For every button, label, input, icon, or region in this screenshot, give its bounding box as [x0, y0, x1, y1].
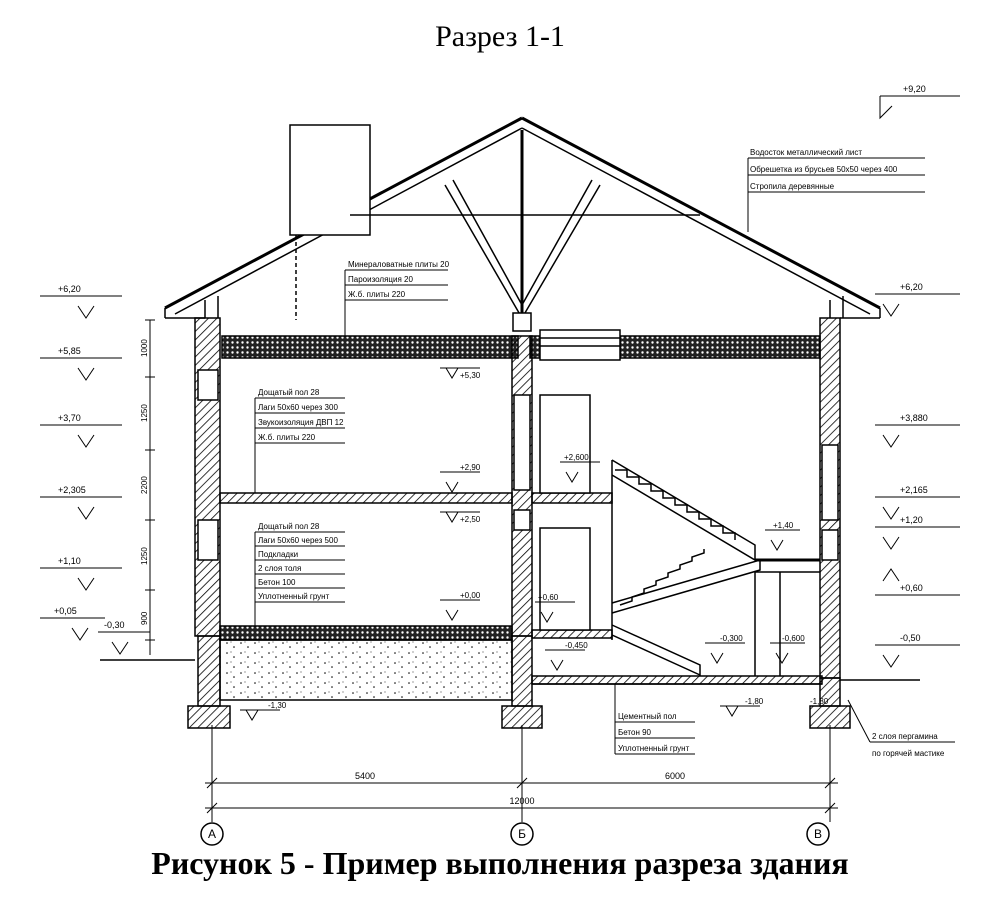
elev-right-2: +3,880 — [900, 413, 928, 423]
axis-label-b: Б — [518, 827, 526, 841]
left-height-ticks — [145, 319, 155, 641]
roof-note-3: Стропила деревянные — [750, 182, 835, 191]
roof-note-1: Водосток металлический лист — [750, 148, 862, 157]
elev-top: +9,20 — [903, 84, 926, 94]
basement-notes: Цементный пол Бетон 90 Уплотненный грунт — [614, 684, 695, 755]
basement — [100, 639, 920, 701]
attic-notes: Минераловатные плиты 20 Пароизоляция 20 … — [344, 260, 450, 336]
floor1-note-2: Лаги 50х60 через 500 — [258, 536, 338, 545]
elev-inner-7: +1,40 — [773, 521, 794, 530]
dim-span-ab: 5400 — [355, 771, 375, 781]
chimney — [289, 124, 371, 320]
attic-note-2: Пароизоляция 20 — [348, 275, 413, 284]
waterproof-note-1: 2 слоя пергамина — [872, 732, 938, 741]
elev-inner-8: -0,300 — [720, 634, 743, 643]
axis-lines — [149, 320, 838, 822]
floor1-note-4: 2 слоя толя — [258, 564, 301, 573]
dim-total: 12000 — [509, 796, 534, 806]
floor2-note-2: Лаги 50х60 через 300 — [258, 403, 338, 412]
elev-inner-6: +0,60 — [538, 593, 559, 602]
floor2-note-3: Звукоизоляция ДВП 12 — [258, 418, 344, 427]
elev-right-6: -0,50 — [900, 633, 921, 643]
floor2-note-1: Дощатый пол 28 — [258, 388, 320, 397]
height-1: 1000 — [140, 339, 149, 357]
axis-label-v: В — [814, 827, 822, 841]
roof-truss — [350, 130, 700, 332]
elev-left-6: +0,05 — [54, 606, 77, 616]
elev-left-2: +5,85 — [58, 346, 81, 356]
axis-label-a: А — [208, 827, 216, 841]
basement-note-3: Уплотненный грунт — [618, 744, 690, 753]
elev-inner-1: +5,30 — [460, 371, 481, 380]
axis-markers: А Б В — [200, 822, 830, 846]
elev-inner-9: -0,600 — [782, 634, 805, 643]
dimension-values: 5400 6000 12000 — [355, 771, 685, 806]
roof-note-2: Обрешетка из брусьев 50х50 через 400 — [750, 165, 898, 174]
floor1-note-6: Уплотненный грунт — [258, 592, 330, 601]
height-4: 1250 — [140, 547, 149, 565]
attic-note-3: Ж.б. плиты 220 — [348, 290, 406, 299]
left-elevation-markers — [40, 295, 150, 655]
elev-left-1: +6,20 — [58, 284, 81, 294]
doors — [539, 394, 591, 631]
elev-right-4: +1,20 — [900, 515, 923, 525]
elev-right-5: +0,60 — [900, 583, 923, 593]
floor2-note-4: Ж.б. плиты 220 — [258, 433, 316, 442]
attic-slab — [221, 329, 821, 361]
left-exterior-wall — [194, 296, 221, 637]
floor1-notes: Дощатый пол 28 Лаги 50х60 через 500 Подк… — [254, 522, 345, 626]
elev-right-3: +2,165 — [900, 485, 928, 495]
interfloor-slab — [219, 492, 613, 504]
figure-caption: Рисунок 5 - Пример выполнения разреза зд… — [151, 845, 849, 881]
foundations — [187, 635, 851, 729]
waterproof-note: 2 слоя пергамина по горячей мастике — [847, 699, 955, 758]
right-exterior-wall — [819, 296, 844, 679]
staircase — [611, 459, 820, 677]
inner-elevation-markers — [240, 367, 805, 721]
roof-notes: Водосток металлический лист Обрешетка из… — [747, 148, 925, 232]
floor1-note-5: Бетон 100 — [258, 578, 296, 587]
basement-note-1: Цементный пол — [618, 712, 677, 721]
elev-inner-10: -0,450 — [565, 641, 588, 650]
elev-left-4: +2,305 — [58, 485, 86, 495]
elev-inner-11: -1,30 — [268, 701, 287, 710]
elev-inner-3: +2,50 — [460, 515, 481, 524]
section-title: Разрез 1-1 — [435, 20, 565, 53]
left-elevation-labels: +6,20 +5,85 +3,70 +2,305 +1,10 +0,05 -0,… — [54, 284, 125, 630]
elev-inner-13: -1,80 — [810, 697, 829, 706]
height-5: 900 — [140, 611, 149, 625]
floor2-notes: Дощатый пол 28 Лаги 50х60 через 300 Звук… — [254, 388, 345, 493]
floor1-note-3: Подкладки — [258, 550, 298, 559]
right-elevation-labels: +9,20 +6,20 +3,880 +2,165 +1,20 +0,60 -0… — [900, 84, 928, 643]
height-3: 2200 — [140, 476, 149, 494]
waterproof-note-2: по горячей мастике — [872, 749, 945, 758]
dim-span-bv: 6000 — [665, 771, 685, 781]
attic-note-1: Минераловатные плиты 20 — [348, 260, 450, 269]
elev-inner-12: -1,80 — [745, 697, 764, 706]
elev-inner-4: +2,600 — [564, 453, 589, 462]
inner-elevation-labels: +5,30 +2,90 +2,50 +2,600 +0,00 +0,60 +1,… — [268, 371, 829, 710]
basement-note-2: Бетон 90 — [618, 728, 652, 737]
elev-left-7: -0,30 — [104, 620, 125, 630]
elev-right-1: +6,20 — [900, 282, 923, 292]
right-elevation-markers — [875, 95, 960, 668]
elev-inner-5: +0,00 — [460, 591, 481, 600]
elev-inner-2: +2,90 — [460, 463, 481, 472]
elev-left-5: +1,10 — [58, 556, 81, 566]
elev-left-3: +3,70 — [58, 413, 81, 423]
left-height-dims: 1000 1250 2200 1250 900 — [140, 339, 149, 625]
height-2: 1250 — [140, 404, 149, 422]
floor1-note-1: Дощатый пол 28 — [258, 522, 320, 531]
middle-wall — [511, 335, 533, 637]
